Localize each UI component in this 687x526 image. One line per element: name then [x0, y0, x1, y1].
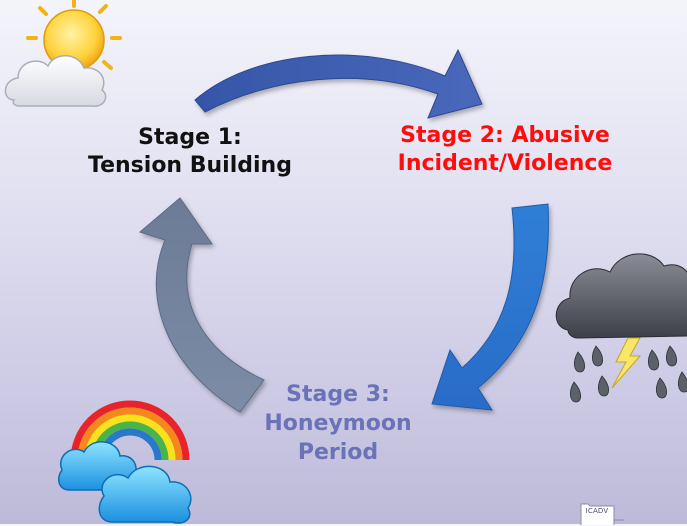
stage-3-line-3: Period: [297, 440, 379, 466]
stage-2-label: Stage 2: Abusive Incident/Violence: [370, 122, 640, 177]
arrow-stage3-to-stage1: [138, 197, 265, 413]
stage-3-line-2: Honeymoon: [264, 411, 412, 437]
logo-text: ICADV: [585, 507, 609, 515]
stage-1-line-2: Tension Building: [88, 152, 292, 178]
stage-1-label: Stage 1: Tension Building: [70, 124, 310, 179]
stage-1-line-1: Stage 1:: [138, 125, 242, 150]
arrow-stage2-to-stage3: [431, 203, 549, 411]
icadv-logo: ICADV: [580, 502, 624, 526]
arrow-stage1-to-stage2: [194, 48, 483, 119]
stage-3-label: Stage 3: Honeymoon Period: [238, 380, 438, 467]
stage-2-line-1: Stage 2: Abusive: [400, 123, 610, 148]
rainbow-cloud-icon: [57, 400, 192, 524]
storm-cloud-icon: [555, 253, 687, 403]
sun-cloud-icon: [4, 0, 122, 107]
stage-2-line-2: Incident/Violence: [397, 150, 613, 176]
stage-3-line-1: Stage 3:: [286, 382, 390, 407]
